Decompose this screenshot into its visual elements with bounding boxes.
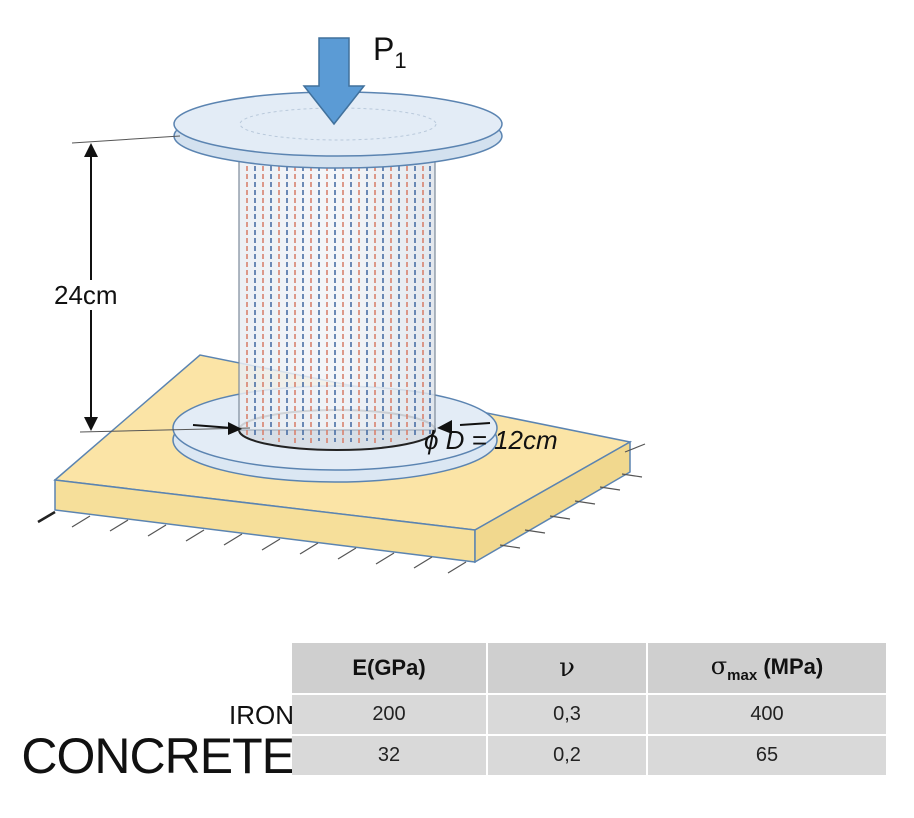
load-label: P1: [373, 31, 407, 73]
row-label-concrete: CONCRETE: [21, 728, 295, 784]
concrete-e-value: 32: [292, 734, 487, 775]
nu-symbol: ν: [559, 653, 575, 683]
concrete-sigma-value: 65: [646, 734, 886, 775]
diameter-label: ϕ D = 12cm: [424, 425, 558, 455]
base-slab-side: [474, 440, 631, 564]
header-elastic-modulus: E(GPa): [292, 643, 487, 694]
row-label-iron: IRON: [229, 700, 294, 730]
iron-sigma-value: 400: [646, 693, 886, 735]
load-arrow: [302, 37, 366, 126]
table-row: 32 0,2 65: [292, 734, 886, 775]
table-row: 200 0,3 400: [292, 693, 886, 735]
iron-e-value: 200: [292, 693, 487, 735]
base-hatching: [37, 443, 646, 574]
concrete-nu-value: 0,2: [486, 734, 647, 775]
header-max-stress: σmax (MPa): [646, 643, 886, 694]
iron-nu-value: 0,3: [486, 693, 647, 735]
top-plate: [173, 91, 503, 169]
height-label: 24cm: [54, 280, 118, 310]
sigma-symbol: σ: [710, 652, 728, 680]
table-header-row: E(GPa) ν σmax (MPa): [292, 643, 886, 694]
material-properties-table: E(GPa) ν σmax (MPa) 200 0,3 400 32 0,2 6…: [292, 643, 886, 775]
diameter-dimension: [192, 420, 491, 435]
header-poisson-ratio: ν: [486, 643, 647, 694]
stress-unit: (MPa): [763, 654, 824, 679]
max-subscript: max: [727, 667, 758, 684]
concrete-column: [238, 147, 436, 446]
column-diagram: P1 24cm ϕ D = 12cm: [37, 31, 646, 574]
arrow-down-icon: [302, 37, 366, 126]
rebar-bundle: [246, 150, 431, 446]
